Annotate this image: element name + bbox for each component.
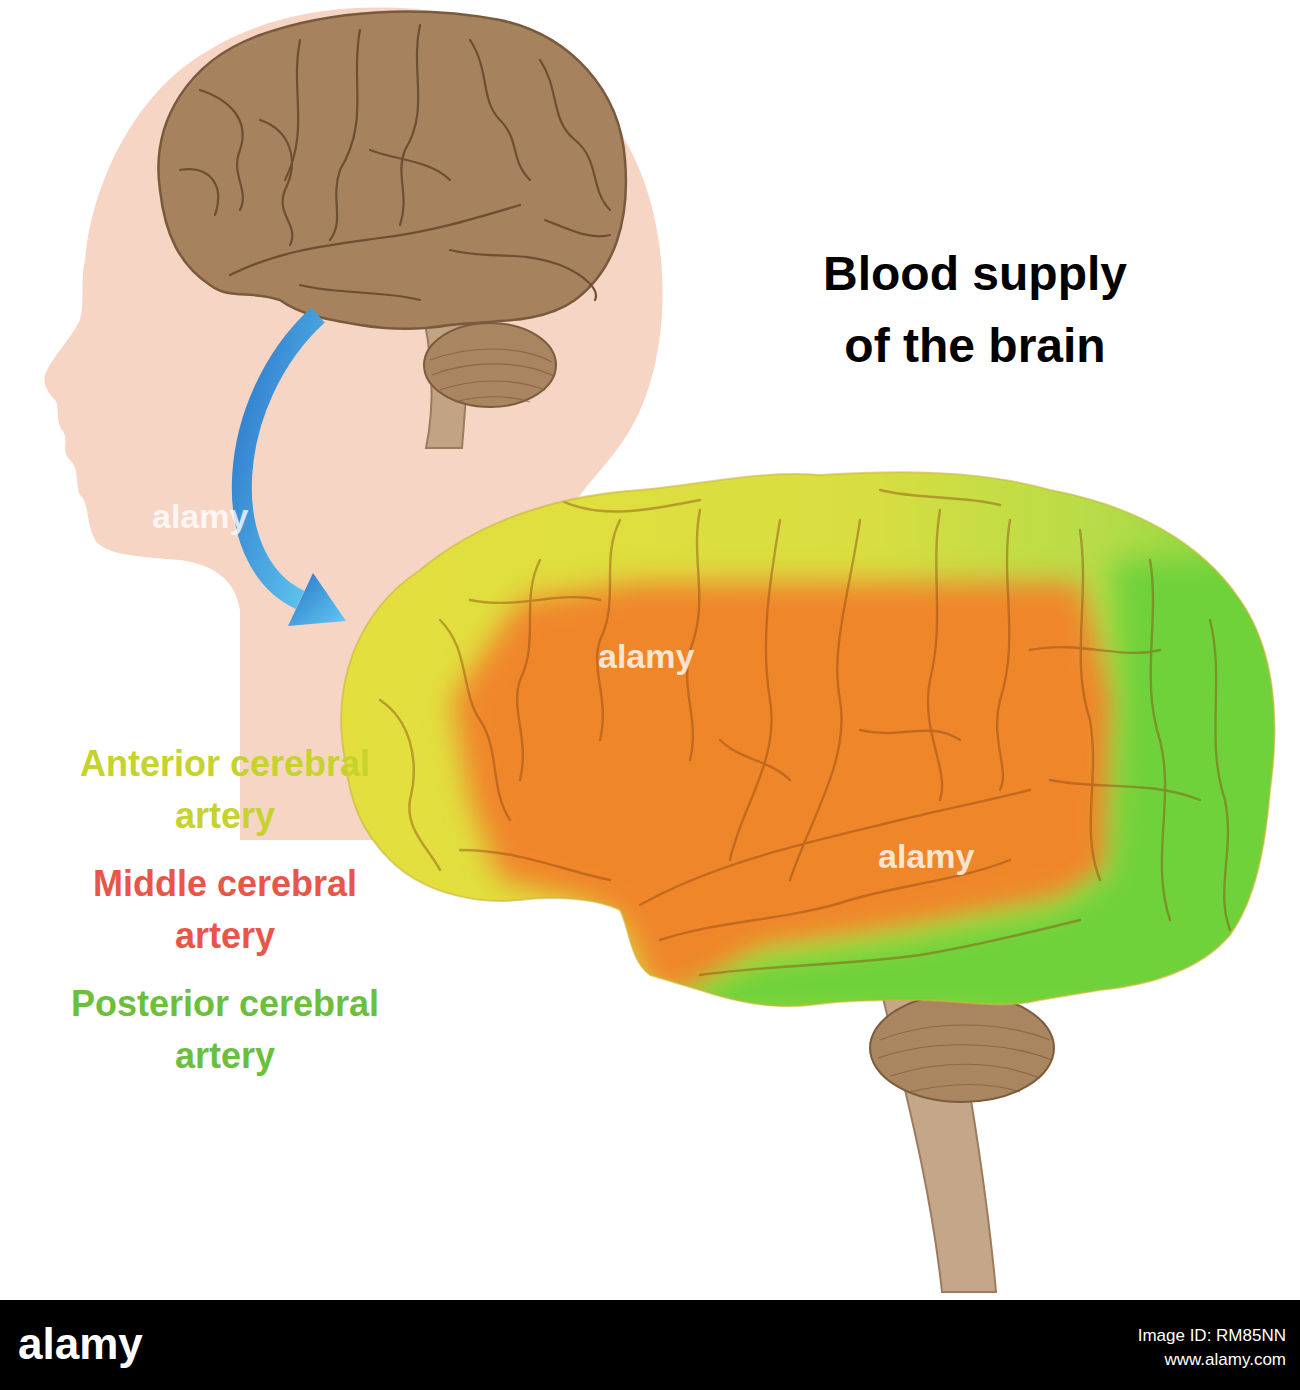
footer-logo: alamy (18, 1318, 143, 1371)
watermark: alamy (152, 496, 248, 537)
footer-bar (0, 1300, 1300, 1390)
watermark: alamy (598, 636, 694, 677)
title: Blood supply of the brain (810, 238, 1140, 382)
legend-text: Middle cerebral artery (93, 863, 357, 956)
legend-entry: Posterior cerebral artery (60, 978, 390, 1082)
footer-id: Image ID: RM85NN (1090, 1326, 1286, 1346)
legend-entry: Anterior cerebral artery (60, 738, 390, 842)
pointer-arrow (242, 315, 346, 626)
legend-text: Posterior cerebral artery (71, 983, 379, 1076)
watermark: alamy (878, 836, 974, 877)
footer-url: www.alamy.com (1090, 1350, 1286, 1370)
legend-text: Anterior cerebral artery (80, 743, 370, 836)
legend-entry: Middle cerebral artery (60, 858, 390, 962)
large-brain (320, 460, 1300, 1292)
small-brain (158, 12, 625, 448)
